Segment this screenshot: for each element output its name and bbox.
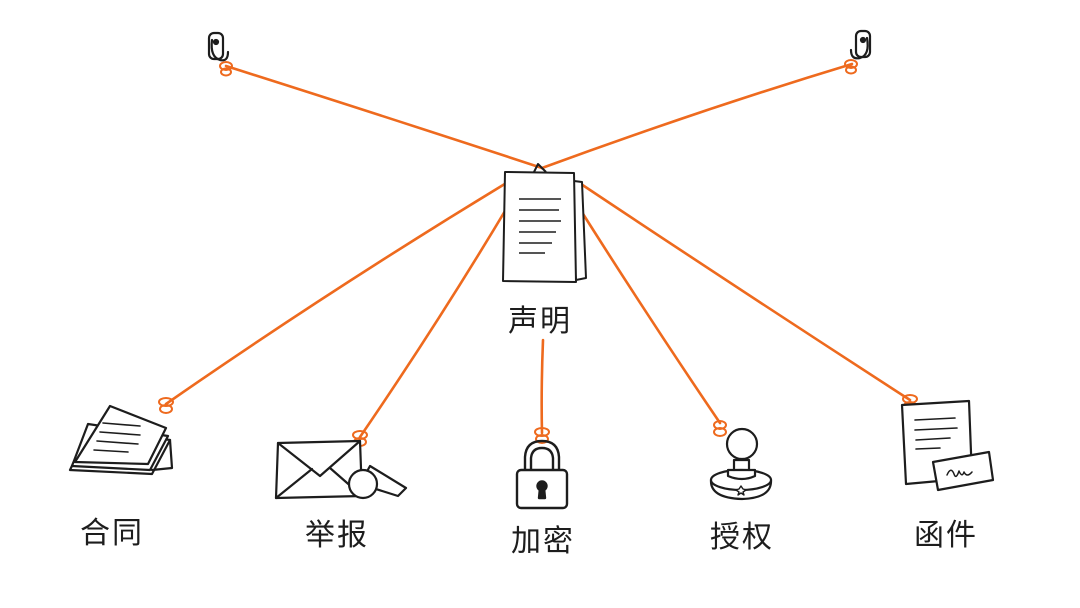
contract-book-icon	[68, 404, 174, 476]
child-label-encrypt: 加密	[511, 524, 575, 559]
wall-hook-icon	[207, 31, 230, 62]
knot-icon	[219, 61, 233, 77]
wall-hook-icon	[849, 29, 872, 60]
knot-icon	[713, 420, 727, 437]
string-authorize	[576, 204, 722, 425]
letter-signature-icon	[900, 399, 995, 492]
document-stack-icon	[502, 163, 587, 283]
center-label: 声明	[508, 304, 572, 339]
string-report	[358, 204, 510, 439]
string-left-hook	[224, 64, 544, 170]
child-label-letter: 函件	[914, 518, 978, 553]
knot-icon	[844, 59, 858, 75]
child-label-report: 举报	[305, 518, 369, 553]
string-encrypt	[540, 338, 545, 435]
envelope-whistle-icon	[274, 439, 408, 500]
child-label-contract: 合同	[80, 516, 144, 551]
padlock-icon	[515, 439, 569, 510]
string-right-hook	[540, 62, 854, 170]
string-letter	[576, 180, 912, 402]
string-contract	[164, 180, 510, 406]
knot-icon	[534, 427, 550, 444]
child-label-authorize: 授权	[710, 520, 774, 555]
knot-icon	[158, 397, 174, 414]
strings	[164, 62, 912, 439]
stamp-icon	[709, 427, 773, 501]
